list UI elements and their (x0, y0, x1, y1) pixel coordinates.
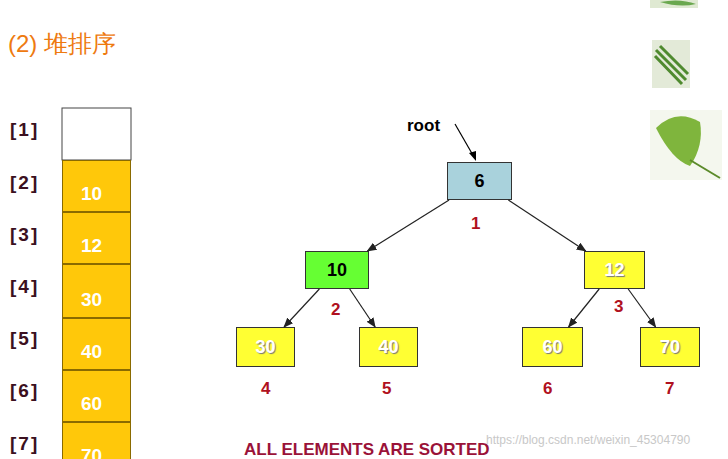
title: (2) 堆排序 (8, 28, 116, 60)
callout-number: 3 (614, 297, 623, 317)
root-label: root (407, 116, 440, 136)
leaf-image (650, 0, 698, 8)
array-index: [7] (10, 433, 39, 455)
node-value: 30 (255, 337, 275, 358)
array-cell: 40 (62, 318, 131, 370)
leaf-stem (690, 160, 720, 178)
array-cell: 60 (62, 370, 131, 422)
tree-edge (569, 289, 600, 327)
array-cell: 12 (62, 212, 131, 264)
node-value: 70 (81, 445, 102, 459)
root-node: 6 (447, 162, 512, 200)
ginkgo-leaf (656, 116, 701, 166)
callout-number: 1 (471, 214, 480, 234)
heap-node: 30 (236, 327, 295, 367)
tree-edge (628, 289, 655, 327)
array-cell: 30 (62, 264, 131, 318)
status-note: ALL ELEMENTS ARE SORTED (244, 440, 490, 459)
callout-number: 6 (543, 379, 552, 399)
node-value: 10 (81, 183, 102, 205)
node-value: 40 (378, 337, 398, 358)
array-cell: 70 (62, 422, 131, 459)
leaf-decoration (650, 0, 722, 180)
node-value: 60 (81, 393, 102, 415)
heap-node: 60 (522, 327, 583, 367)
leaf (660, 0, 696, 5)
callout-number: 2 (331, 300, 340, 320)
array-index: [2] (10, 172, 39, 194)
callout-number: 4 (261, 379, 270, 399)
node-value: 70 (660, 337, 680, 358)
leaf-image (650, 110, 722, 180)
tree-edge (508, 200, 585, 251)
heap-node: 10 (305, 251, 369, 289)
root-pointer (455, 124, 474, 157)
array-index: [6] (10, 380, 39, 402)
tree-edge (350, 289, 375, 327)
node-value: 40 (81, 341, 102, 363)
array-index: [1] (10, 119, 39, 141)
node-value: 6 (474, 171, 484, 192)
array-cell: 10 (62, 160, 131, 212)
watermark: https://blog.csdn.net/weixin_45304790 (486, 433, 690, 447)
tree-edge (367, 200, 449, 251)
node-value: 10 (327, 260, 347, 281)
array-index: [5] (10, 328, 39, 350)
callout-number: 7 (665, 379, 674, 399)
empty-array-cell (62, 108, 131, 160)
node-value: 12 (604, 260, 624, 281)
root-pointer-head (469, 151, 476, 161)
array-index: [4] (10, 276, 39, 298)
heap-node: 12 (584, 251, 645, 289)
array-index: [3] (10, 224, 39, 246)
heap-node: 70 (640, 327, 700, 367)
callout-number: 5 (382, 379, 391, 399)
grass (655, 46, 688, 84)
tree-edge (284, 289, 319, 327)
node-value: 60 (542, 337, 562, 358)
node-value: 12 (81, 235, 102, 257)
heap-node: 40 (359, 327, 418, 367)
node-value: 30 (81, 289, 102, 311)
leaf-image (652, 40, 690, 88)
